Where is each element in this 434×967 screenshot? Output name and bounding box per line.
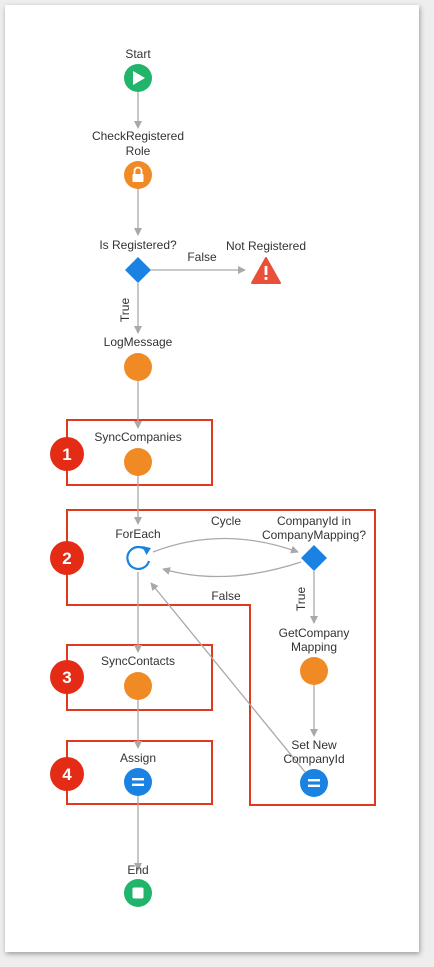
callout-number-3: 3 bbox=[62, 668, 71, 687]
callout-number-1: 1 bbox=[62, 445, 71, 464]
edge-label-false-loop: False bbox=[211, 589, 241, 603]
edge-label-true-loop: True bbox=[294, 587, 308, 612]
get-company-label-line1: GetCompany bbox=[279, 626, 350, 640]
stop-icon bbox=[132, 887, 144, 899]
get-company-mapping-node[interactable]: GetCompany Mapping bbox=[279, 626, 350, 685]
set-new-company-id-node[interactable]: Set New CompanyId bbox=[283, 738, 345, 797]
play-icon bbox=[133, 71, 145, 85]
lock-icon bbox=[132, 166, 144, 182]
edge-label-false: False bbox=[187, 250, 217, 264]
check-label-line1: CheckRegistered bbox=[92, 129, 184, 143]
highlight-box-2 bbox=[66, 509, 376, 806]
company-id-label-line2: CompanyMapping? bbox=[262, 528, 366, 542]
sync-contacts-label: SyncContacts bbox=[101, 654, 175, 668]
warning-icon bbox=[251, 257, 281, 284]
set-new-label-line1: Set New bbox=[291, 738, 337, 752]
check-label-line2: Role bbox=[126, 144, 151, 158]
start-label: Start bbox=[125, 47, 151, 61]
action-icon bbox=[124, 672, 152, 700]
edge-false-return bbox=[162, 561, 302, 578]
sync-companies-label: SyncCompanies bbox=[94, 430, 181, 444]
callout-number-2: 2 bbox=[62, 549, 71, 568]
edge-set-new-foreach bbox=[150, 582, 306, 773]
get-company-label-line2: Mapping bbox=[291, 640, 337, 654]
log-message-label: LogMessage bbox=[104, 335, 173, 349]
not-registered-label: Not Registered bbox=[226, 239, 306, 253]
is-registered-label: Is Registered? bbox=[99, 238, 177, 252]
assign-label: Assign bbox=[120, 751, 156, 765]
equals-icon bbox=[132, 778, 144, 786]
edge-cycle bbox=[152, 537, 299, 554]
edge-label-cycle: Cycle bbox=[211, 514, 241, 528]
is-registered-decision[interactable]: Is Registered? bbox=[99, 238, 177, 283]
company-id-decision[interactable]: CompanyId in CompanyMapping? bbox=[262, 514, 366, 571]
action-icon bbox=[124, 448, 152, 476]
sync-contacts-node[interactable]: SyncContacts bbox=[101, 654, 175, 700]
edge-label-true: True bbox=[118, 298, 132, 323]
start-node[interactable]: Start bbox=[124, 47, 152, 92]
equals-icon bbox=[308, 779, 320, 787]
callout-badge-3: 3 bbox=[50, 660, 84, 694]
flow-canvas: False True Cycle False True Start CheckR… bbox=[5, 5, 419, 952]
callout-badge-1: 1 bbox=[50, 437, 84, 471]
sync-companies-node[interactable]: SyncCompanies bbox=[94, 430, 182, 476]
loop-icon bbox=[126, 545, 151, 571]
for-each-node[interactable]: ForEach bbox=[115, 527, 161, 571]
callout-badge-4: 4 bbox=[50, 757, 84, 791]
callout-number-4: 4 bbox=[62, 765, 72, 784]
log-message-node[interactable]: LogMessage bbox=[104, 335, 173, 381]
action-icon bbox=[124, 353, 152, 381]
company-id-label-line1: CompanyId in bbox=[277, 514, 351, 528]
end-label: End bbox=[127, 863, 148, 877]
for-each-label: ForEach bbox=[115, 527, 160, 541]
flow-diagram: False True Cycle False True Start CheckR… bbox=[50, 47, 376, 907]
diamond-icon bbox=[301, 545, 327, 571]
set-new-label-line2: CompanyId bbox=[283, 752, 344, 766]
assign-node[interactable]: Assign bbox=[120, 751, 156, 796]
end-node[interactable]: End bbox=[124, 863, 152, 907]
action-icon bbox=[300, 657, 328, 685]
callout-badge-2: 2 bbox=[50, 541, 84, 575]
check-registered-role-node[interactable]: CheckRegistered Role bbox=[92, 129, 184, 189]
diamond-icon bbox=[125, 257, 151, 283]
not-registered-node[interactable]: Not Registered bbox=[226, 239, 306, 284]
